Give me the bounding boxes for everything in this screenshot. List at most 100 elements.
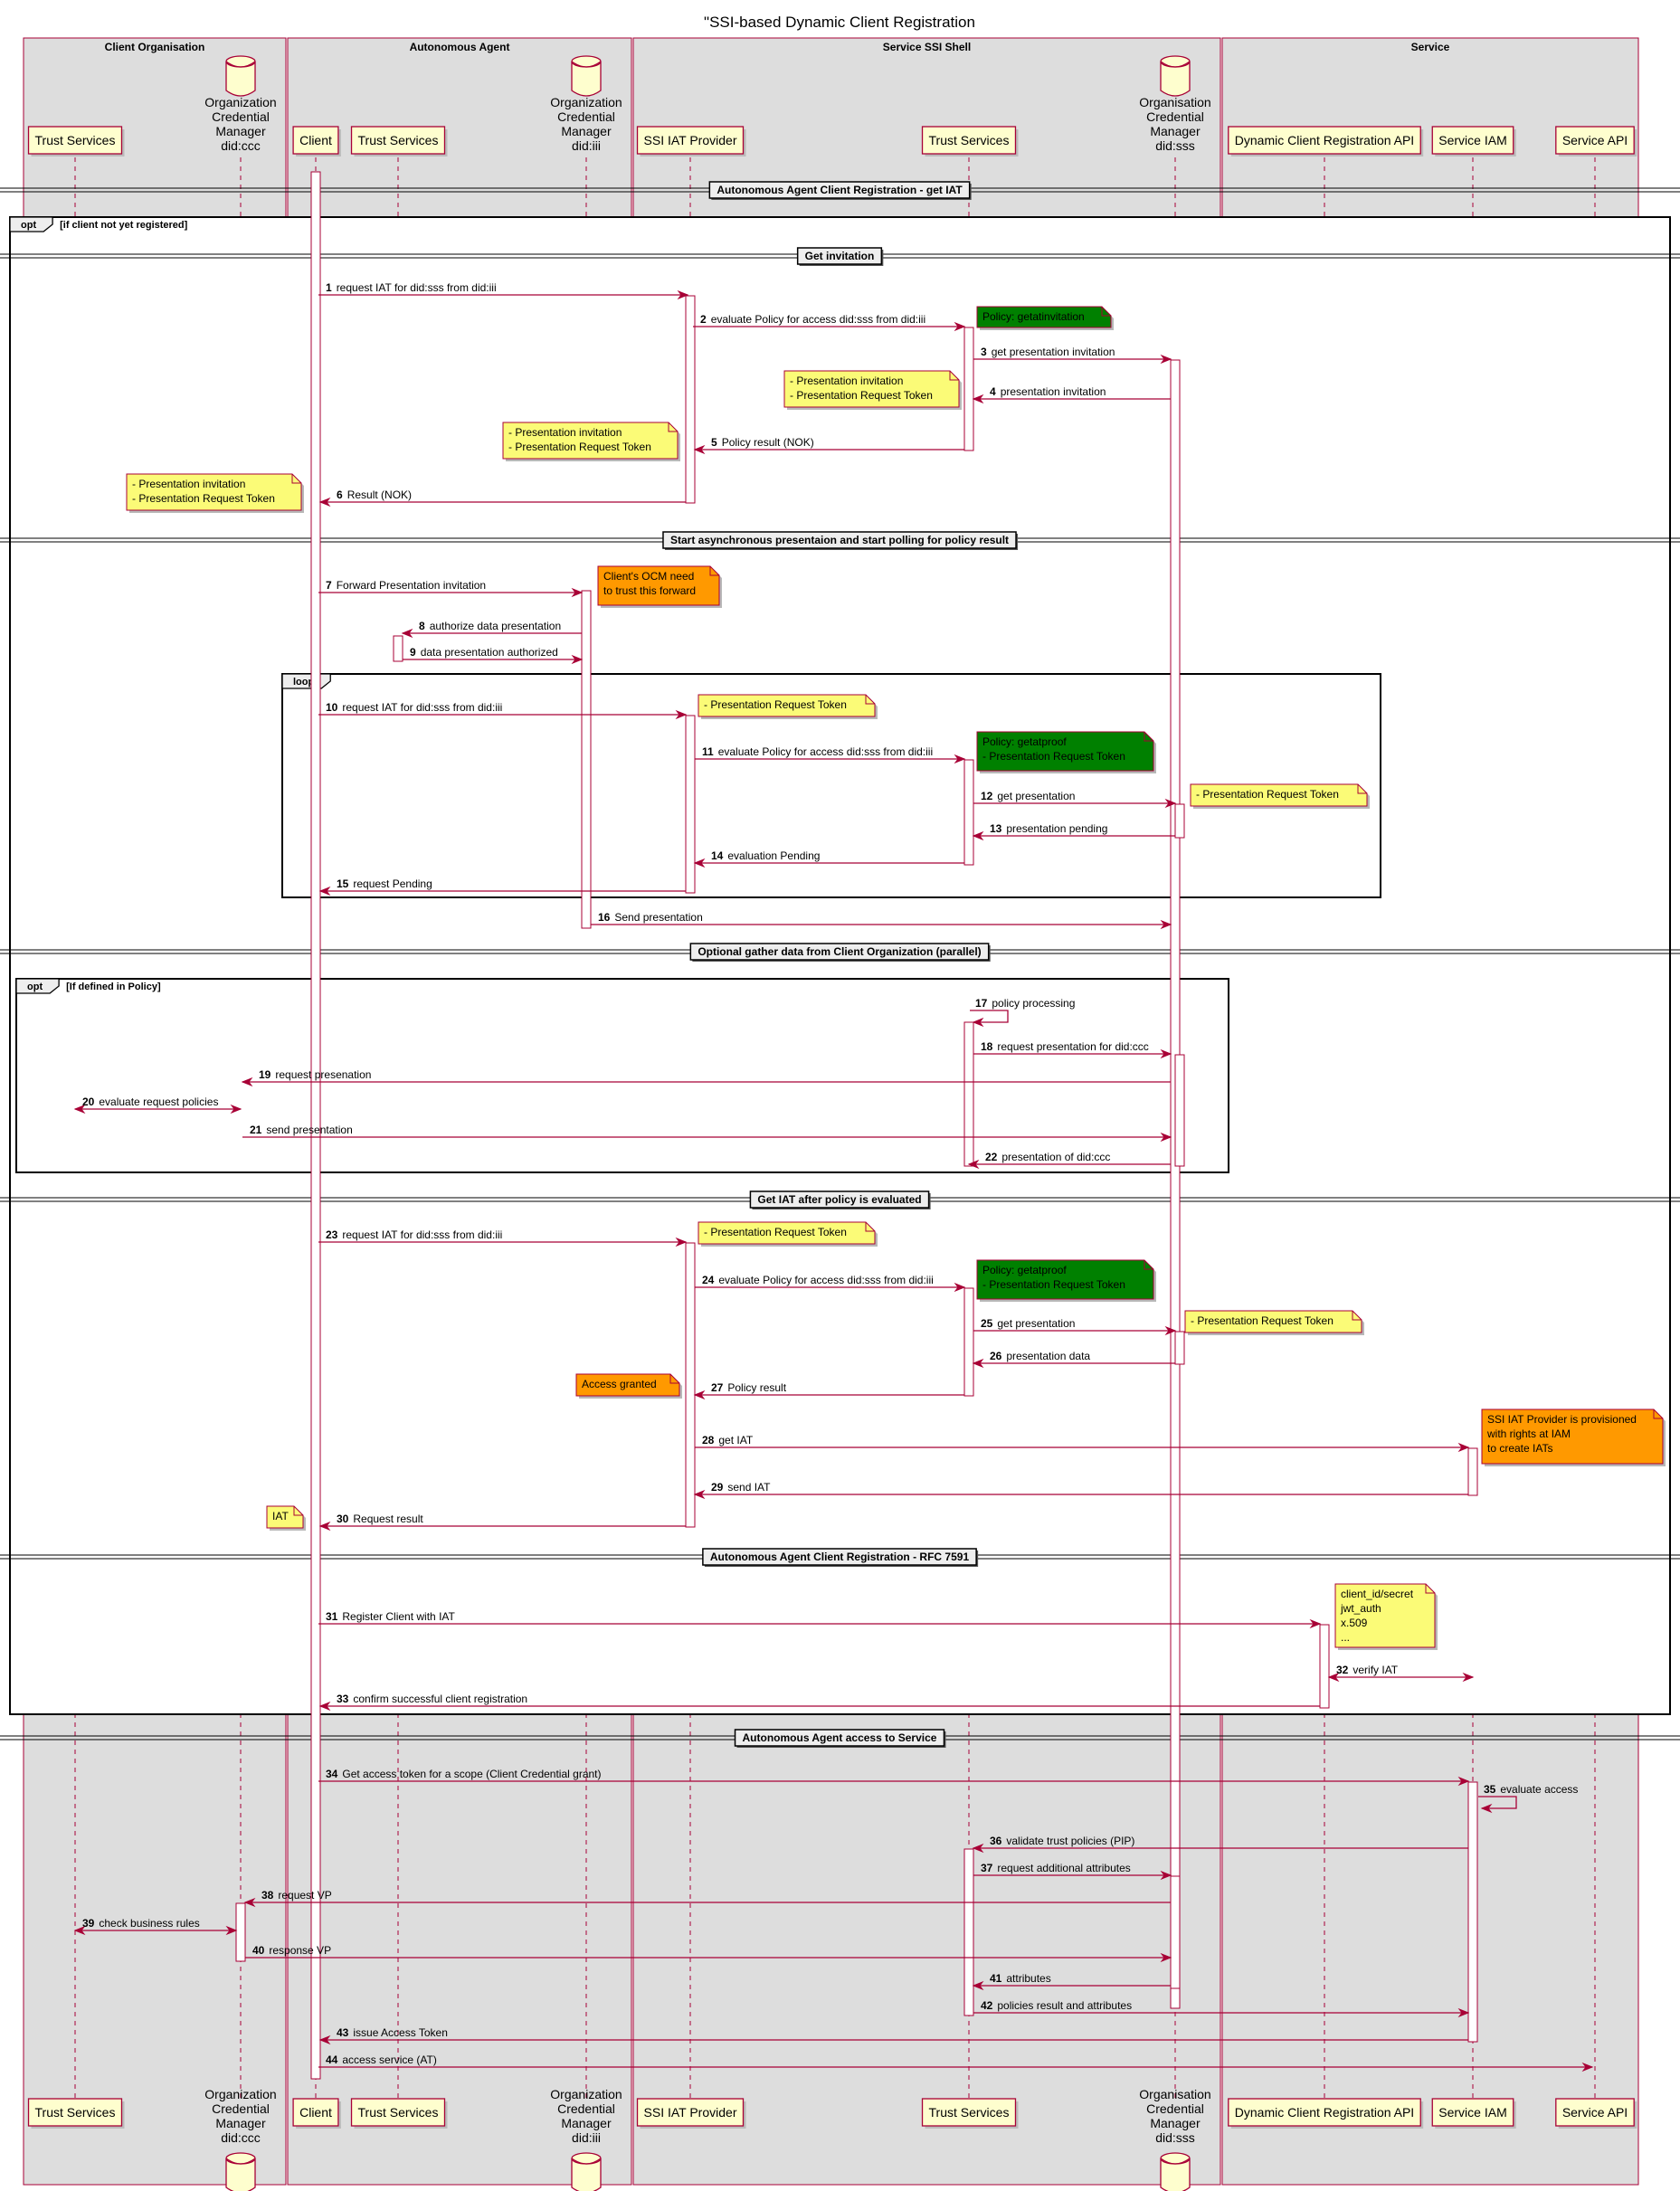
participant-box (1431, 2098, 1514, 2127)
note-text: - Presentation Request Token (1196, 788, 1339, 801)
message-text: get presentation (997, 790, 1075, 802)
note: - Presentation invitation- Presentation … (126, 473, 304, 513)
database-top (571, 2152, 602, 2165)
participant-ts1-bottom: Trust Services (27, 2098, 125, 2129)
box-title: Autonomous Agent (410, 41, 510, 53)
participant-label: Trust Services (358, 2105, 439, 2120)
arrowhead (318, 497, 331, 507)
message-text: presentation pending (1006, 822, 1107, 835)
arrowhead (1160, 1048, 1172, 1059)
arrowhead (1160, 1870, 1172, 1881)
message-number: 1 (326, 281, 332, 294)
divider-box (708, 181, 971, 199)
participant-ts1-top: Trust Services (27, 126, 125, 156)
participant-client-top: Client (292, 126, 341, 156)
message-number: 15 (337, 877, 349, 890)
note: - Presentation Request Token (1190, 783, 1370, 809)
arrowhead (972, 1843, 984, 1854)
arrowhead (677, 289, 689, 300)
activation-bar (963, 327, 974, 451)
message-number: 23 (326, 1228, 338, 1241)
participant-label: Trust Services (35, 133, 116, 147)
activation-bar (393, 635, 403, 662)
frame-condition: [if client not yet registered] (60, 220, 188, 231)
box-title: Client Organisation (105, 41, 205, 53)
note-text: - Presentation invitation- Presentation … (508, 426, 651, 453)
message-number: 24 (702, 1274, 715, 1286)
arrowhead (954, 754, 966, 764)
message-number: 18 (981, 1040, 993, 1053)
message-number: 36 (990, 1835, 1002, 1847)
activation-bar (1319, 1624, 1330, 1709)
note-fold (1425, 1584, 1435, 1594)
box-title: Service SSI Shell (883, 41, 971, 53)
database-rim (225, 61, 256, 68)
message-number: 16 (598, 911, 611, 924)
message-text: authorize data presentation (430, 620, 561, 632)
self-message-line (970, 1010, 1009, 1023)
message-text: request VP (278, 1889, 331, 1902)
note-fold (669, 1374, 679, 1384)
message-text: validate trust policies (PIP) (1006, 1835, 1134, 1847)
message-number: 35 (1484, 1783, 1496, 1796)
message-text: evaluate Policy for access did:sss from … (718, 1274, 933, 1286)
participant-box (350, 2098, 446, 2127)
message-36: 36 validate trust policies (PIP) (973, 1835, 1468, 1849)
database-rim (571, 2158, 602, 2165)
note: - Presentation Request Token (698, 694, 878, 719)
activation-bar (1174, 803, 1185, 839)
database-top (225, 2152, 256, 2165)
divider-box (702, 1548, 977, 1566)
participant-label: Client (299, 133, 332, 147)
note-body (1481, 1408, 1664, 1465)
note-text: - Presentation Request Token (704, 1226, 847, 1238)
box-title: Service (1411, 41, 1450, 53)
message-number: 33 (337, 1693, 349, 1705)
message-15: 15 request Pending (320, 877, 686, 892)
message-number: 22 (985, 1151, 998, 1163)
participant-label: Trust Services (358, 133, 439, 147)
note-fold (709, 566, 719, 576)
message-text: Forward Presentation invitation (337, 579, 486, 592)
activation-bar (1170, 1875, 1181, 1989)
message-number: 3 (981, 346, 987, 358)
diagram-title: "SSI-based Dynamic Client Registration (704, 14, 975, 31)
note-text: - Presentation invitation- Presentation … (132, 478, 275, 505)
note: Policy: getatinvitation (976, 306, 1114, 330)
message-number: 32 (1336, 1664, 1349, 1676)
frame-label: opt (21, 220, 36, 231)
frame-label: opt (27, 982, 43, 992)
message-text: confirm successful client registration (353, 1693, 527, 1705)
note-fold (1653, 1409, 1663, 1419)
message-text: request Pending (353, 877, 432, 890)
note-body (698, 1221, 876, 1245)
message-number: 17 (975, 997, 988, 1010)
arrowhead (1581, 2062, 1594, 2072)
arrowhead (972, 1980, 984, 1991)
arrowhead (693, 444, 706, 455)
note-body (1184, 1310, 1362, 1333)
message-text: access service (AT) (342, 2053, 436, 2066)
arrowhead (1160, 1132, 1172, 1143)
arrowhead (954, 321, 966, 332)
arrowhead (967, 1159, 980, 1170)
note-body (976, 306, 1112, 328)
note-fold (1352, 1311, 1362, 1321)
